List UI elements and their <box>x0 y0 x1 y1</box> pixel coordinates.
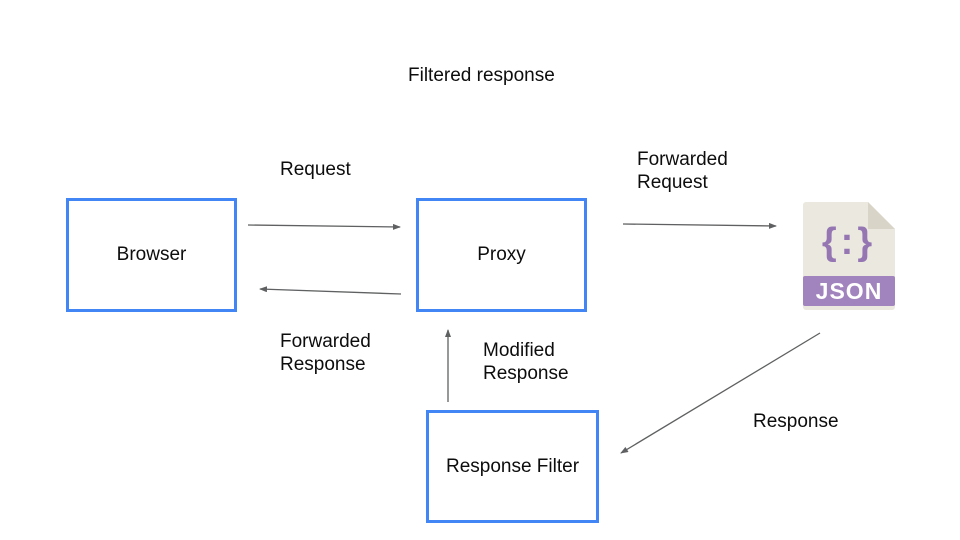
proxy-node: Proxy <box>416 198 587 312</box>
proxy-node-label: Proxy <box>477 244 526 265</box>
forwarded-response-label: Forwarded Response <box>280 331 371 375</box>
modified-response-label: Modified Response <box>483 340 569 384</box>
response-filter-node: Response Filter <box>426 410 599 523</box>
json-banner-label: JSON <box>803 276 895 306</box>
request-label: Request <box>280 159 351 180</box>
response-arrow <box>620 332 821 454</box>
response-label: Response <box>753 411 839 432</box>
response-filter-node-label: Response Filter <box>445 455 580 477</box>
browser-node-label: Browser <box>116 244 187 265</box>
json-braces-glyph: {:} <box>821 220 877 263</box>
forwarded-request-label: Forwarded Request <box>637 149 728 193</box>
filtered-response-label: Filtered response <box>408 65 555 86</box>
forwarded-request-arrow <box>622 222 777 229</box>
request-arrow <box>247 223 401 230</box>
forwarded-response-arrow <box>259 286 402 295</box>
json-file-icon: {:} JSON <box>803 202 895 310</box>
browser-node: Browser <box>66 198 237 312</box>
